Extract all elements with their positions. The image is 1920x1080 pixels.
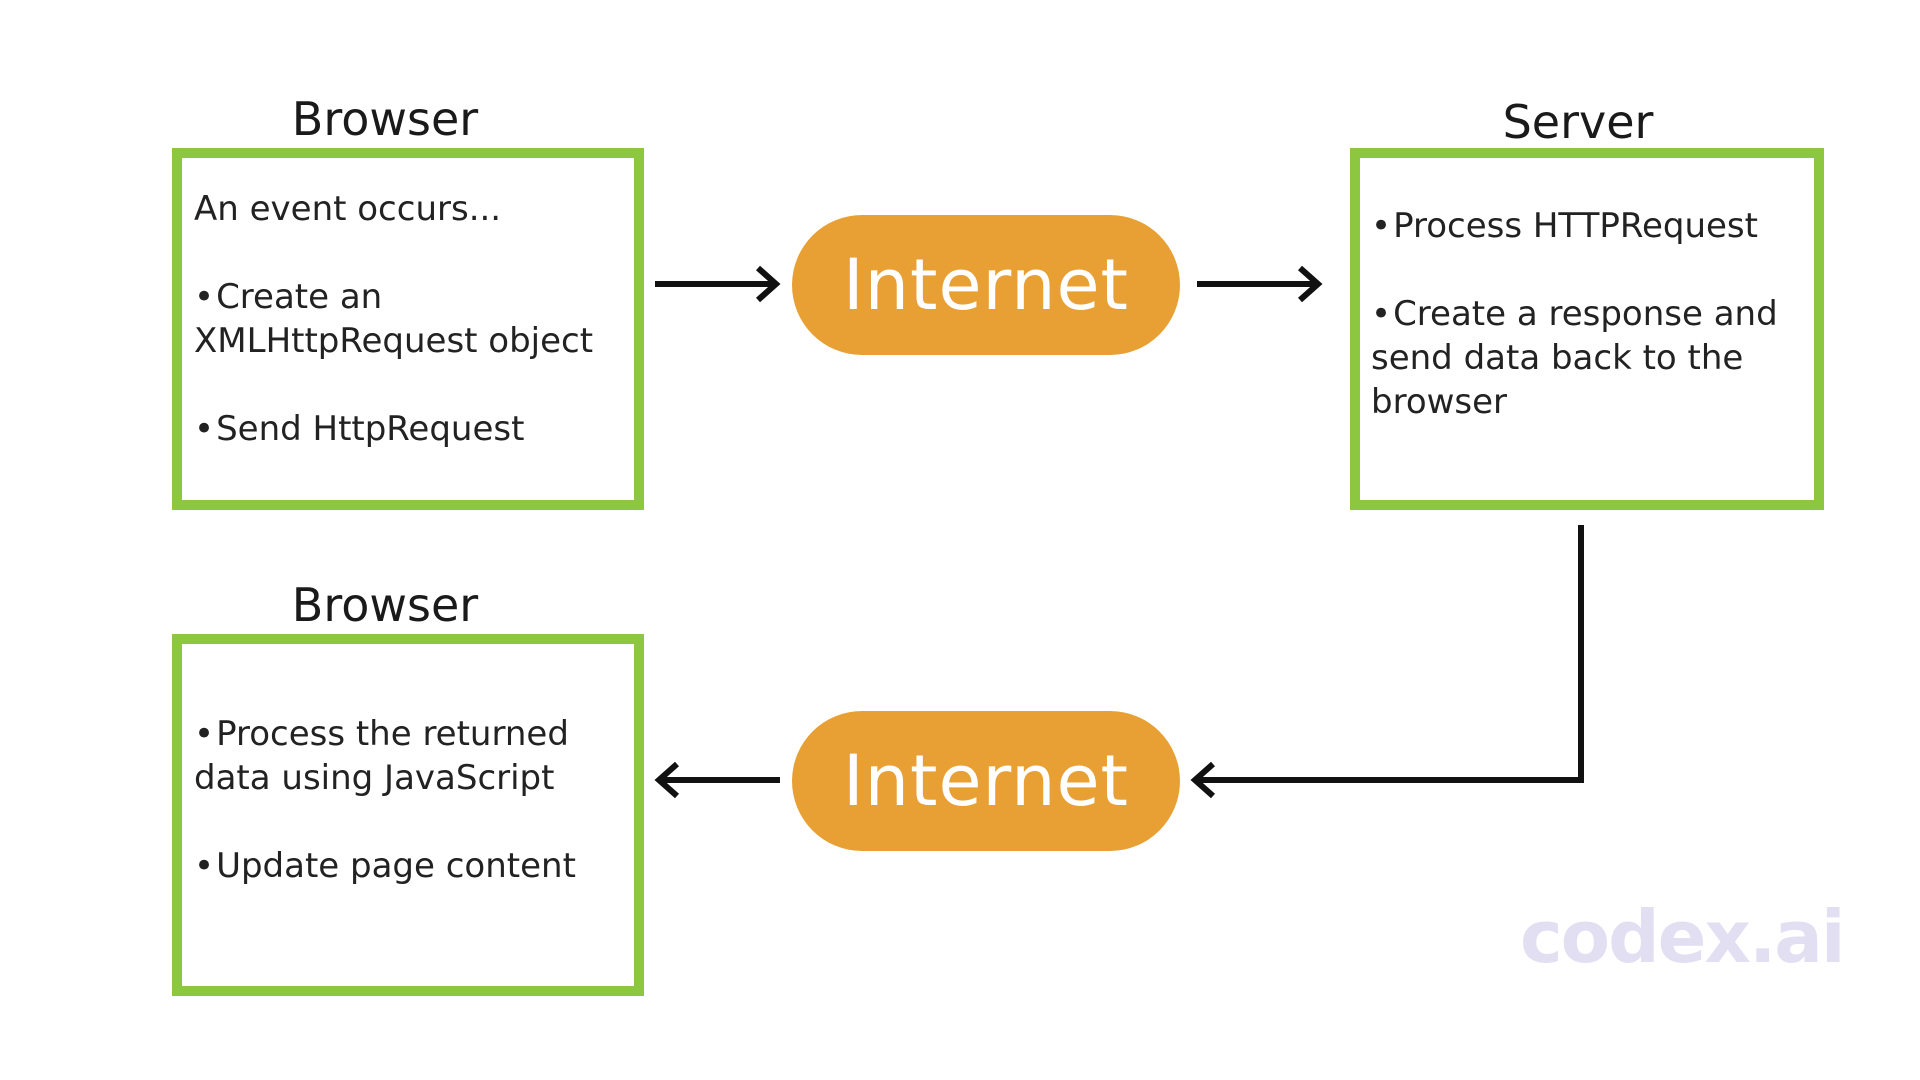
arrowhead-internet-to-server [1298, 265, 1323, 303]
response-browser-bullet-process-cont: data using JavaScript [194, 758, 555, 798]
server-bullet-process: Process HTTPRequest [1371, 204, 1758, 248]
watermark-logo: codex.ai [1520, 895, 1846, 979]
arrowhead-server-to-internet [1190, 761, 1215, 799]
server-bullet-response-cont-2: browser [1371, 382, 1508, 422]
request-browser-bullet-create: Create an [194, 275, 382, 319]
response-browser-heading: Browser [291, 578, 479, 632]
arrowhead-internet-to-browser [654, 761, 679, 799]
request-browser-bullet-send: Send HttpRequest [194, 407, 524, 451]
internet-bottom-pill: Internet [792, 711, 1180, 851]
arrowhead-browser-to-internet [756, 265, 781, 303]
response-browser-bullet-process: Process the returned [194, 712, 569, 756]
server-heading: Server [1502, 95, 1654, 149]
server-bullet-response-cont-1: send data back to the [1371, 338, 1744, 378]
internet-top-pill: Internet [792, 215, 1180, 355]
server-bullet-response: Create a response and [1371, 292, 1778, 336]
response-browser-bullet-update: Update page content [194, 844, 576, 888]
request-browser-bullet-create-cont: XMLHttpRequest object [194, 321, 594, 361]
response-browser-box [172, 634, 644, 996]
arrow-server-to-internet [1198, 525, 1584, 783]
request-browser-event-text: An event occurs... [194, 189, 502, 229]
request-browser-heading: Browser [291, 92, 479, 146]
